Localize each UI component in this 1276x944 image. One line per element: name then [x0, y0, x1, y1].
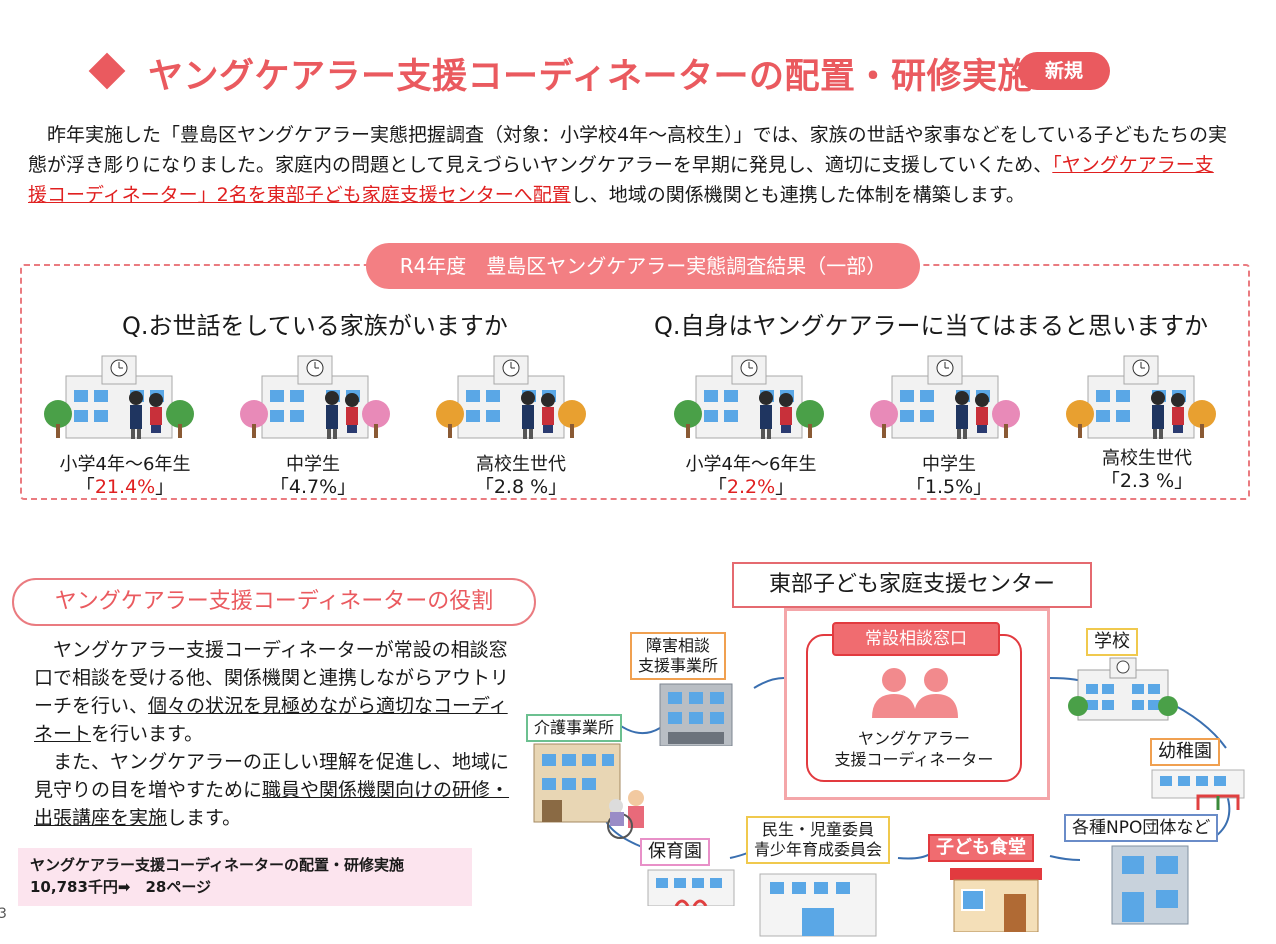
people-icon [872, 668, 958, 718]
disability-support-tag: 障害相談 支援事業所 [630, 632, 727, 680]
intro-text-1: 昨年実施した「豊島区ヤングケアラー実態把握調査（対象：小学校4年～高校生）」では… [28, 124, 1228, 176]
school-illustration-icon [870, 350, 1020, 442]
school-illustration-icon [674, 350, 824, 442]
role-description: ヤングケアラー支援コーディネーターが常設の相談窓口で相談を受ける他、関係機関と連… [34, 639, 510, 829]
consult-label: 常設相談窓口 [832, 622, 1000, 656]
kindergarten-building-icon [1151, 769, 1245, 810]
new-badge: 新規 [1018, 52, 1110, 90]
budget-title: ヤングケアラー支援コーディネーターの配置・研修実施 [30, 856, 404, 874]
nursery-building-icon [647, 869, 735, 906]
care-office-tag: 介護事業所 [526, 714, 623, 742]
page-title: ヤングケアラー支援コーディネーターの配置・研修実施 [148, 57, 1034, 97]
school-building-icon [1068, 657, 1178, 721]
grade-percent: 「1.5%」 [905, 476, 993, 498]
community-building-icon [759, 873, 877, 937]
diamond-icon [88, 52, 126, 90]
care-building-icon [533, 743, 644, 839]
childrens-cafeteria-tag: 子ども食堂 [928, 834, 1034, 862]
grade-label: 高校生世代 [476, 454, 566, 475]
intro-text-2: し、地域の関係機関とも連携した体制を構築します。 [570, 184, 1025, 206]
budget-amount: 10,783千円➡ 28ページ [30, 878, 212, 896]
grade-label: 小学4年～6年生 [685, 454, 817, 475]
school-illustration-icon [436, 350, 586, 442]
page-number: 3 [0, 906, 7, 922]
survey-label: R4年度 豊島区ヤングケアラー実態調査結果（一部） [366, 243, 920, 289]
office-building-icon [659, 683, 733, 746]
school-tag: 学校 [1086, 628, 1138, 656]
budget-box: ヤングケアラー支援コーディネーターの配置・研修実施 10,783千円➡ 28ペー… [18, 848, 472, 906]
survey-question-1: Q.お世話をしている家族がいますか [122, 312, 508, 340]
nursery-tag: 保育園 [640, 838, 710, 866]
grade-percent: 「2.3 %」 [1100, 470, 1194, 492]
intro-paragraph: 昨年実施した「豊島区ヤングケアラー実態把握調査（対象：小学校4年～高校生）」では… [28, 120, 1228, 210]
school-illustration-icon [1066, 350, 1216, 442]
school-illustration-icon [240, 350, 390, 442]
welfare-commissioner-tag: 民生・児童委員 青少年育成委員会 [746, 816, 891, 864]
npo-tag: 各種NPO団体など [1064, 814, 1219, 842]
title-row: ヤングケアラー支援コーディネーターの配置・研修実施 新規 [88, 46, 1190, 98]
npo-building-icon [1111, 845, 1189, 925]
coordinator-label: ヤングケアラー 支援コーディネーター [834, 729, 994, 769]
school-illustration-icon [44, 350, 194, 442]
role-heading: ヤングケアラー支援コーディネーターの役割 [12, 578, 536, 626]
center-title: 東部子ども家庭支援センター [732, 562, 1092, 608]
grade-percent: 「2.8 %」 [474, 476, 568, 498]
survey-question-2: Q.自身はヤングケアラーに当てはまると思いますか [654, 312, 1209, 340]
grade-percent: 「21.4%」 [75, 476, 175, 498]
cafeteria-building-icon [950, 868, 1042, 932]
grade-label: 小学4年～6年生 [59, 454, 191, 475]
grade-percent: 「2.2%」 [707, 476, 795, 498]
grade-label: 中学生 [922, 454, 976, 475]
intro-highlight: 「ヤングケアラー支援コーディネーター」2名を東部子ども家庭支援センターへ配置 [28, 154, 1214, 206]
network-diagram: 東部子ども家庭支援センター 常設相談窓口 ヤングケアラー 支援コーディネーター … [520, 560, 1260, 940]
grade-label: 中学生 [286, 454, 340, 475]
kindergarten-tag: 幼稚園 [1150, 738, 1220, 766]
grade-label: 高校生世代 [1102, 448, 1192, 469]
grade-percent: 「4.7%」 [269, 476, 357, 498]
